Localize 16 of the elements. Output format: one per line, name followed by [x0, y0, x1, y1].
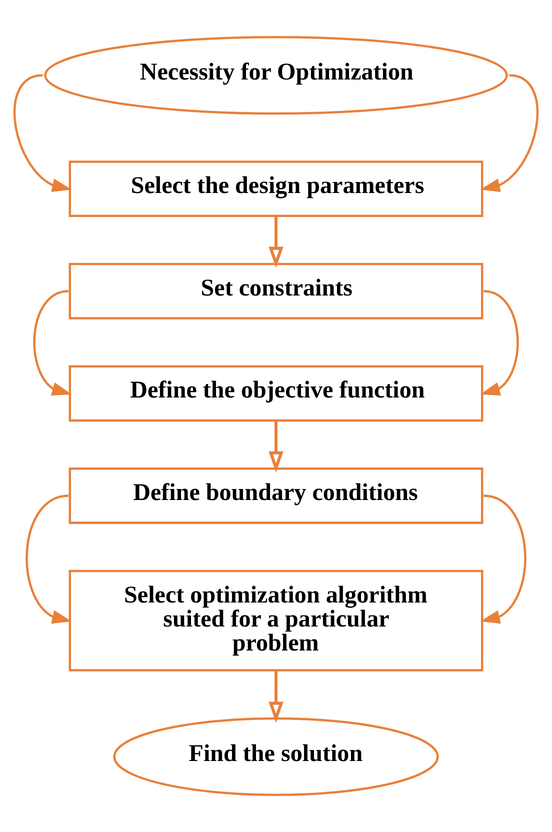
arrow	[268, 670, 284, 723]
node-ellipse: Necessity for Optimization	[44, 36, 508, 115]
arrow	[480, 74, 539, 192]
node-ellipse: Find the solution	[113, 717, 439, 796]
arrow	[26, 494, 72, 624]
arrow	[268, 216, 284, 268]
node-box: Set constraints	[68, 262, 484, 320]
node-box: Define the objective function	[68, 365, 484, 422]
arrow	[268, 421, 284, 473]
arrow	[13, 74, 72, 192]
node-box: Select the design parameters	[68, 160, 484, 218]
arrow	[33, 290, 72, 396]
node-box: Select optimization algorithm suited for a particular problem	[68, 570, 484, 672]
arrow	[480, 290, 519, 396]
arrow	[480, 494, 526, 624]
node-box: Define boundary conditions	[68, 468, 484, 524]
